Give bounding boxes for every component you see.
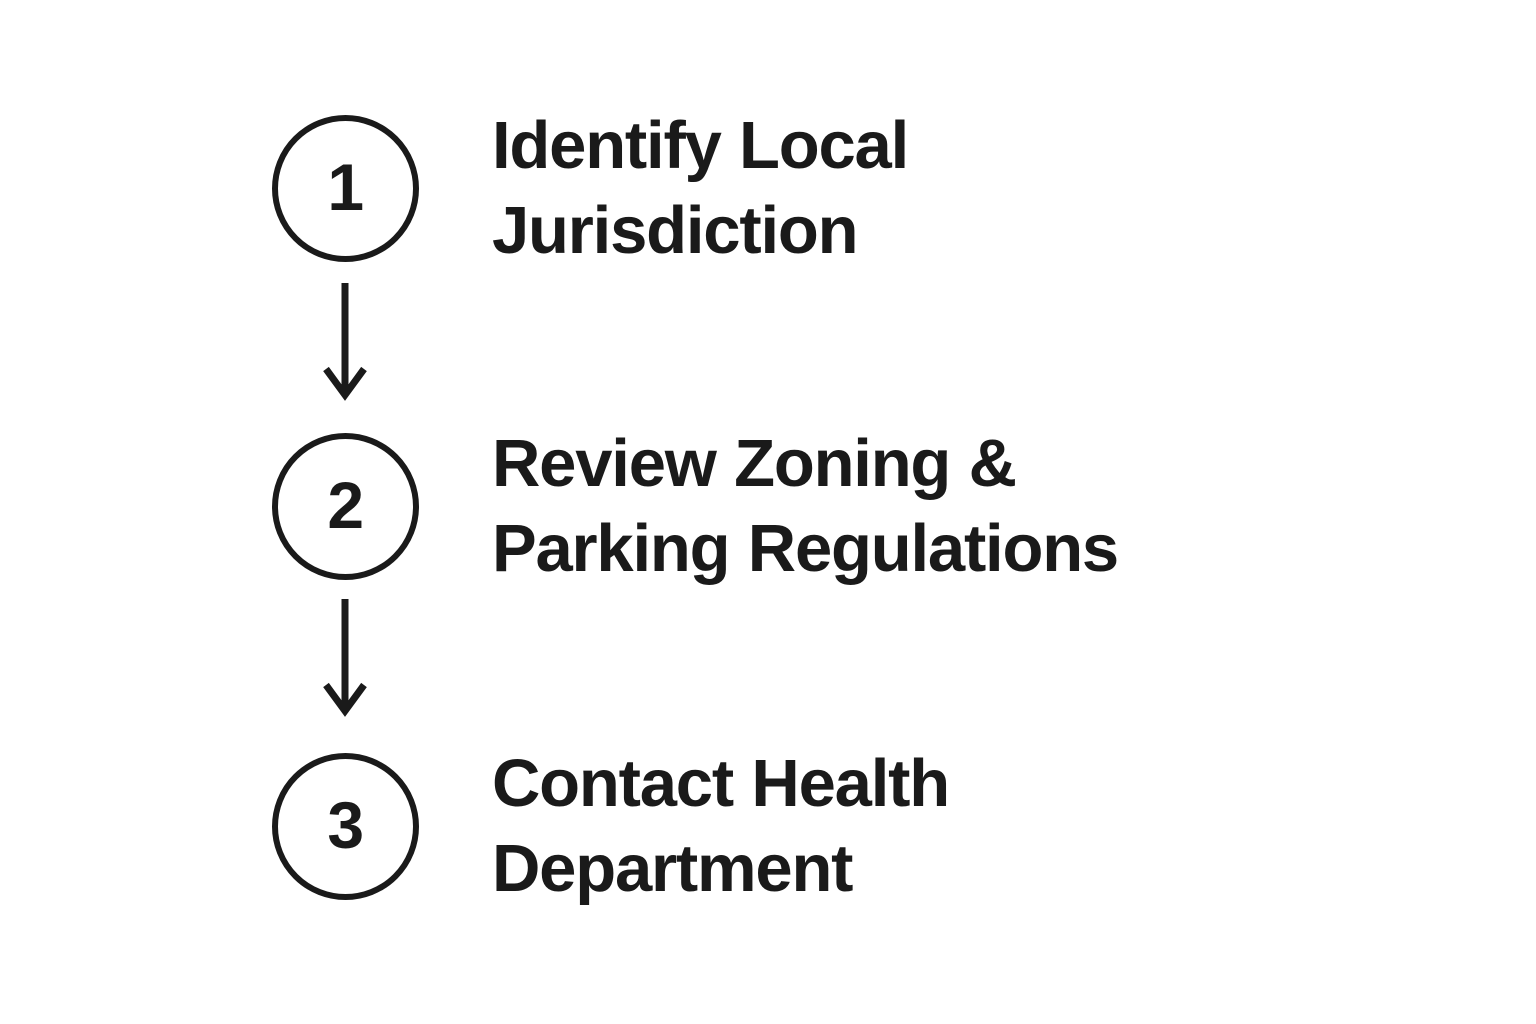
step-1-number-badge: 1 xyxy=(272,114,419,262)
step-2-label: Review Zoning & Parking Regulations xyxy=(492,426,1119,586)
step-1-number: 1 xyxy=(327,150,364,224)
flow-step-2[interactable]: 2 Review Zoning & Parking Regulations xyxy=(272,421,1119,591)
flow-step-1[interactable]: 1 Identify Local Jurisdiction xyxy=(272,103,909,273)
connector-step-2-to-3 xyxy=(323,599,367,717)
step-3-number-badge: 3 xyxy=(272,752,419,900)
step-1-label: Identify Local Jurisdiction xyxy=(492,108,909,268)
down-arrow-icon xyxy=(323,599,367,717)
step-2-number: 2 xyxy=(327,468,364,542)
step-3-number: 3 xyxy=(327,788,364,862)
step-3-label: Contact Health Department xyxy=(492,746,950,906)
flow-step-3[interactable]: 3 Contact Health Department xyxy=(272,741,950,911)
step-2-number-badge: 2 xyxy=(272,432,419,580)
down-arrow-icon xyxy=(323,283,367,401)
connector-step-1-to-2 xyxy=(323,283,367,401)
